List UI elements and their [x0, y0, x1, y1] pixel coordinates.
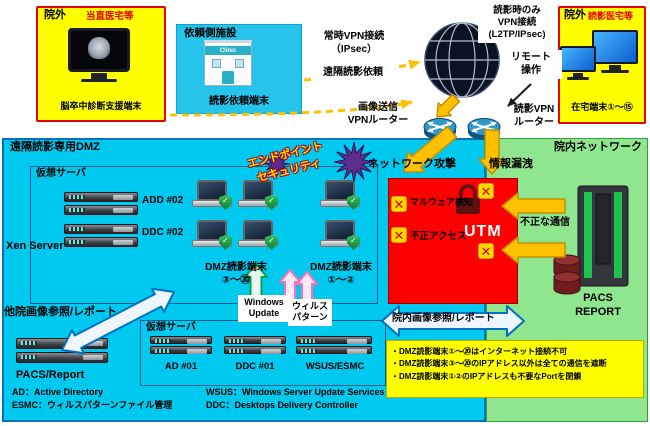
add02-label: ADD #02	[142, 195, 184, 206]
ad01-server-icon	[150, 336, 212, 356]
windows-update-label: Windows Update	[238, 295, 290, 322]
always-vpn-label: 常時VPN接続 （IPsec）	[306, 29, 402, 58]
reading-vpn-label: 読影時のみ VPN接続 (L2TP/IPsec)	[478, 3, 556, 43]
vserver-top-title: 仮想サーバ	[36, 168, 86, 179]
home-terminal-label: 在宅端末①〜⑮	[571, 102, 633, 112]
dmz-title: 遠隔読影専用DMZ	[10, 141, 100, 153]
pacs-report-server-icon	[16, 338, 108, 366]
block-x-icon	[478, 183, 494, 199]
dmz-terminal-icon	[192, 180, 232, 210]
pacs-report-label: PACS/Report	[16, 369, 85, 381]
dmz-terminal-icon	[320, 220, 360, 250]
image-router-label: 画像送信 VPNルーター	[347, 102, 409, 126]
virtual-server-box-top	[30, 166, 378, 304]
vserver-bottom-title: 仮想サーバ	[146, 322, 196, 333]
block-x-icon	[478, 243, 494, 259]
glossary-esmc: ESMC：ウィルスパターンファイル管理	[12, 400, 173, 410]
home-terminal-monitor-icon	[592, 30, 638, 73]
requester-title: 依頼側施設	[184, 27, 237, 39]
block-x-icon	[391, 227, 407, 243]
outside-right-title: 院外	[564, 9, 586, 21]
home-terminal-monitor-icon	[560, 46, 596, 80]
wsus-esmc-label: WSUS/ESMC	[305, 361, 365, 372]
hospital-network-title: 院内ネットワーク	[554, 141, 642, 153]
internal-ref-label: 院内画像参照/レポート	[392, 313, 495, 324]
rule-line: ・DMZ読影端末①②のIPアドレスも不要なPortを閉鎖	[391, 371, 582, 381]
outside-left-subtitle: 当直医宅等	[86, 11, 134, 22]
virus-pattern-label: ウィルス パターン	[288, 299, 332, 326]
dmz-terminal-icon	[238, 180, 278, 210]
block-x-icon	[391, 196, 407, 212]
firewall-rules-note: ・DMZ読影端末①〜⑳はインターネット接続不可 ・DMZ読影端末③〜⑳のIPアド…	[386, 340, 644, 398]
dmz-terminal-icon	[320, 180, 360, 210]
remote-operation-label: リモート 操作	[500, 50, 562, 79]
network-attack-label: ネットワーク攻撃	[368, 158, 456, 170]
bad-traffic-label: 不正な通信	[520, 217, 570, 228]
ddc01-label: DDC #01	[235, 361, 275, 372]
clinic-sign: Clinic	[205, 46, 251, 55]
dmz-terminal-icon	[192, 220, 232, 250]
malware-detect-label: マルウェア検知	[410, 197, 474, 207]
request-terminal-label: 読影依頼端末	[209, 96, 269, 107]
unauthorized-access-label: 不正アクセス	[410, 231, 467, 242]
outside-right-subtitle: 読影医宅等	[588, 11, 634, 21]
reading-router-label: 読影VPN ルーター	[513, 104, 555, 128]
glossary-wsus: WSUS：Windows Server Update Services	[206, 387, 385, 397]
other-hospital-ref-label: 他院画像参照/レポート	[4, 306, 118, 318]
stroke-terminal-monitor-icon	[68, 28, 130, 82]
clinic-building-icon: Clinic	[204, 40, 252, 86]
glossary-ad: AD：Active Directory	[12, 387, 104, 397]
info-leak-label: 情報漏洩	[489, 158, 533, 170]
stroke-terminal-label: 脳卒中診断支援端末	[60, 101, 142, 111]
outside-left-title: 院外	[44, 9, 66, 21]
image-vpn-router-icon	[423, 118, 457, 140]
ddc02-label: DDC #02	[142, 227, 184, 238]
reading-vpn-router-icon	[467, 118, 501, 140]
pacs-tower-icon	[553, 185, 629, 295]
utm-label: UTM	[464, 223, 502, 240]
rule-line: ・DMZ読影端末③〜⑳のIPアドレス以外は全ての通信を遮断	[391, 359, 607, 369]
ddc01-server-icon	[224, 336, 286, 356]
xen-server-label: Xen Server	[6, 240, 64, 252]
remote-operation-arrow	[507, 83, 532, 107]
pacs-tower-label: PACS REPORT	[575, 292, 621, 318]
add02-server-icon	[64, 192, 138, 218]
wsus-esmc-server-icon	[296, 336, 372, 356]
dmz-terminal-icon	[238, 220, 278, 250]
ad01-label: AD #01	[164, 361, 198, 372]
rule-line: ・DMZ読影端末①〜⑳はインターネット接続不可	[391, 347, 568, 356]
remote-request-label: 遠隔読影依頼	[312, 65, 394, 82]
ddc02-server-icon	[64, 224, 138, 250]
utm-alert-box	[388, 178, 518, 304]
glossary-ddc: DDC：Desktops Delivery Controller	[206, 400, 359, 410]
